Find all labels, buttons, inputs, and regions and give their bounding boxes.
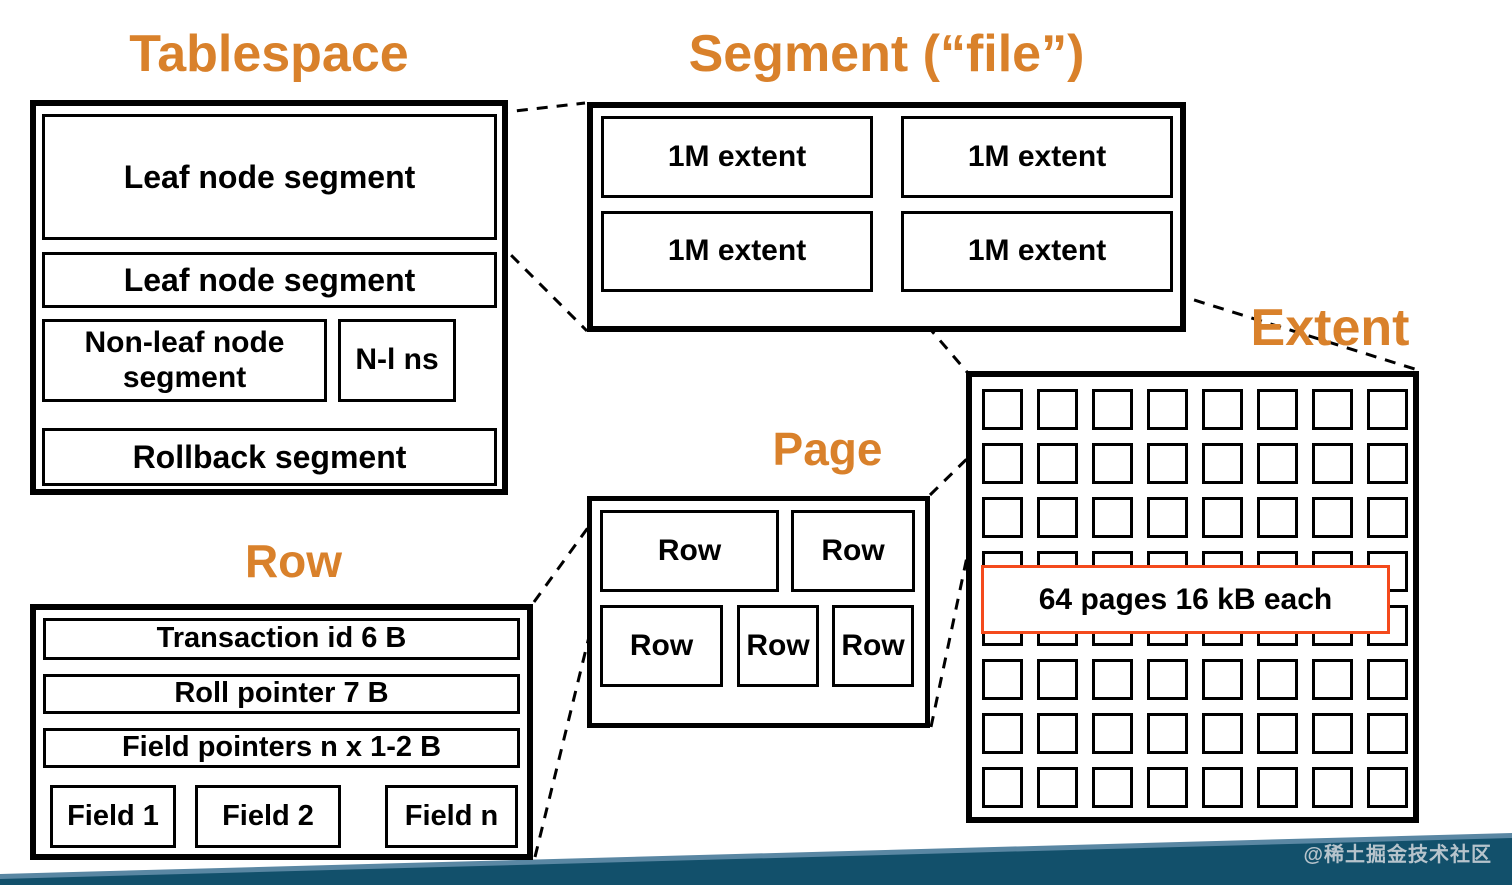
extent-page-cell: [1367, 443, 1408, 484]
extent-page-cell: [1257, 713, 1298, 754]
extent-page-cell: [982, 767, 1023, 808]
watermark: @稀土掘金技术社区: [1303, 844, 1492, 866]
row-field-1: Field 1: [50, 785, 176, 848]
tablespace-title: Tablespace: [129, 25, 409, 83]
extent-page-cell: [1257, 767, 1298, 808]
extent-page-cell: [1092, 443, 1133, 484]
extent-page-cell: [1202, 659, 1243, 700]
extent-page-cell: [1092, 659, 1133, 700]
extent-page-cell: [1312, 443, 1353, 484]
extent-page-cell: [1312, 389, 1353, 430]
extent-page-cell: [1312, 713, 1353, 754]
extent-page-cell: [1367, 767, 1408, 808]
extent-page-cell: [982, 497, 1023, 538]
extent-page-cell: [1367, 497, 1408, 538]
extent-page-cell: [1147, 659, 1188, 700]
row-title: Row: [244, 535, 343, 587]
extent-1m-2: 1M extent: [901, 116, 1173, 198]
extent-page-cell: [1147, 389, 1188, 430]
page-title: Page: [772, 423, 883, 475]
extent-pages-label: 64 pages 16 kB each: [981, 565, 1390, 634]
extent-page-cell: [1312, 659, 1353, 700]
segment-title: Segment (“file”): [688, 25, 1085, 83]
footer-wedge-dark: [0, 838, 1512, 885]
extent-page-cell: [1257, 497, 1298, 538]
extent-page-cell: [1092, 767, 1133, 808]
extent-page-cell: [1202, 713, 1243, 754]
leaf-node-segment-2: Leaf node segment: [42, 252, 497, 308]
extent-page-cell: [1202, 443, 1243, 484]
page-row-1: Row: [600, 510, 779, 592]
extent-page-cell: [1092, 497, 1133, 538]
connector-tablespace-segment-bottom: [495, 239, 589, 333]
extent-page-cell: [1037, 713, 1078, 754]
extent-page-cell: [1147, 713, 1188, 754]
extent-page-cell: [1367, 389, 1408, 430]
extent-page-cell: [1037, 389, 1078, 430]
extent-page-cell: [1037, 767, 1078, 808]
extent-page-cell: [1202, 389, 1243, 430]
extent-page-cell: [1037, 497, 1078, 538]
extent-page-cell: [1257, 389, 1298, 430]
rollback-segment: Rollback segment: [42, 428, 497, 486]
extent-page-cell: [1092, 389, 1133, 430]
extent-title: Extent: [1250, 299, 1410, 357]
extent-page-cell: [1257, 659, 1298, 700]
extent-page-cell: [1367, 659, 1408, 700]
row-field-2: Field 2: [195, 785, 341, 848]
extent-page-cell: [982, 443, 1023, 484]
extent-page-cell: [1147, 767, 1188, 808]
connector-tablespace-segment-top: [496, 101, 586, 115]
non-leaf-node-segment-small: N-l ns: [338, 319, 456, 402]
non-leaf-node-segment: Non-leaf node segment: [42, 319, 327, 402]
connector-segment-extent-left: [899, 294, 969, 373]
extent-1m-3: 1M extent: [601, 211, 873, 292]
extent-page-cell: [982, 713, 1023, 754]
extent-page-cell: [1312, 497, 1353, 538]
extent-1m-4: 1M extent: [901, 211, 1173, 292]
extent-page-cell: [1202, 767, 1243, 808]
extent-page-cell: [982, 659, 1023, 700]
leaf-node-segment-1: Leaf node segment: [42, 114, 497, 240]
row-field-n: Field n: [385, 785, 518, 848]
page-row-2: Row: [791, 510, 915, 592]
row-transaction-id: Transaction id 6 B: [43, 618, 520, 660]
extent-page-cell: [1147, 497, 1188, 538]
extent-page-cell: [1092, 713, 1133, 754]
row-roll-pointer: Roll pointer 7 B: [43, 674, 520, 714]
extent-page-cell: [1367, 713, 1408, 754]
connector-segment-extent-right: [1174, 292, 1422, 373]
extent-page-cell: [1147, 443, 1188, 484]
extent-page-cell: [1037, 659, 1078, 700]
extent-page-cell: [1312, 767, 1353, 808]
page-row-5: Row: [832, 605, 914, 687]
extent-page-cell: [1257, 443, 1298, 484]
row-field-pointers: Field pointers n x 1-2 B: [43, 728, 520, 768]
page-row-4: Row: [737, 605, 819, 687]
extent-page-cell: [1037, 443, 1078, 484]
extent-page-cell: [982, 389, 1023, 430]
page-row-3: Row: [600, 605, 723, 687]
extent-page-cell: [1202, 497, 1243, 538]
extent-1m-1: 1M extent: [601, 116, 873, 198]
